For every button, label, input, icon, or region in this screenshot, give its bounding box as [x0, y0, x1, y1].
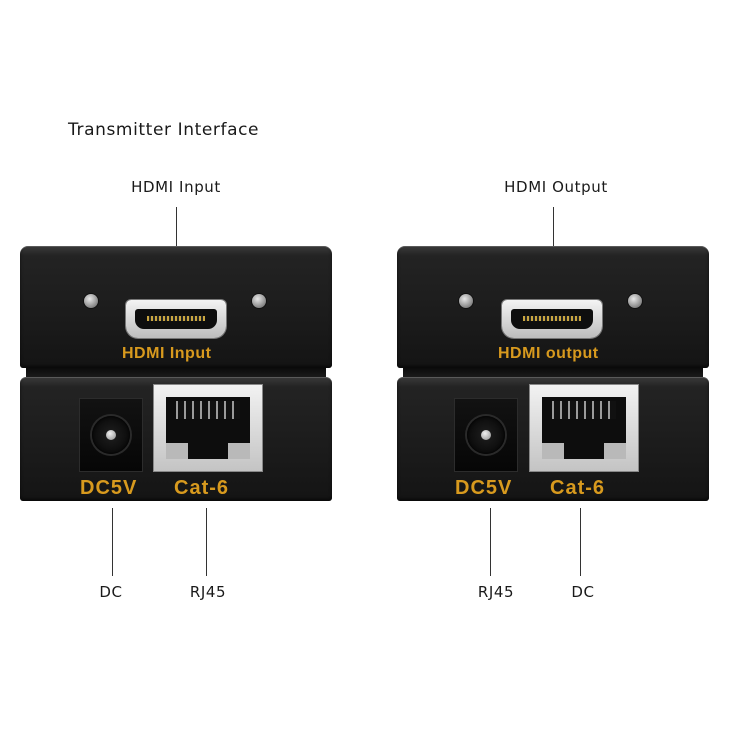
- dc-jack-ring: [92, 416, 130, 454]
- hdmi-slot: [511, 309, 593, 329]
- dc5v-port-label: DC5V: [455, 477, 513, 499]
- transmitter-unit: HDMI Input DC5V Cat-6: [20, 246, 332, 506]
- receiver-hdmi-panel: HDMI output: [397, 246, 709, 368]
- hdmi-pins: [147, 316, 205, 321]
- leader-line-rj45: [206, 508, 207, 576]
- dc-power-jack: [455, 399, 517, 471]
- chassis-seam: [26, 368, 326, 378]
- screw-icon: [84, 294, 98, 308]
- rj45-port: [530, 385, 638, 471]
- dc5v-port-label: DC5V: [80, 477, 138, 499]
- dc-jack-pin: [481, 430, 491, 440]
- screw-icon: [628, 294, 642, 308]
- cat6-port-label: Cat-6: [550, 477, 606, 499]
- hdmi-input-port: [126, 300, 226, 338]
- leader-line-dc: [112, 508, 113, 576]
- receiver-power-network-panel: DC5V Cat-6: [397, 377, 709, 501]
- dc-jack-ring: [467, 416, 505, 454]
- screw-icon: [252, 294, 266, 308]
- rj45-latch-step: [542, 443, 564, 459]
- dc-power-jack: [80, 399, 142, 471]
- rj45-contacts: [176, 401, 240, 419]
- rj45-latch-step: [604, 443, 626, 459]
- rj45-latch-step: [228, 443, 250, 459]
- page-title: Transmitter Interface: [68, 120, 260, 140]
- callout-hdmi-output: HDMI Output: [504, 178, 608, 196]
- leader-line-dc: [580, 508, 581, 576]
- hdmi-slot: [135, 309, 217, 329]
- cat6-port-label: Cat-6: [174, 477, 230, 499]
- screw-icon: [459, 294, 473, 308]
- rj45-latch-step: [166, 443, 188, 459]
- transmitter-hdmi-panel: HDMI Input: [20, 246, 332, 368]
- leader-line-rj45: [490, 508, 491, 576]
- hdmi-output-port: [502, 300, 602, 338]
- callout-rj45: RJ45: [189, 583, 227, 601]
- chassis-seam: [403, 368, 703, 378]
- callout-dc: DC: [99, 583, 123, 601]
- callout-dc: DC: [571, 583, 595, 601]
- callout-rj45: RJ45: [477, 583, 515, 601]
- rj45-cavity: [542, 397, 626, 459]
- rj45-contacts: [552, 401, 616, 419]
- rj45-cavity: [166, 397, 250, 459]
- transmitter-power-network-panel: DC5V Cat-6: [20, 377, 332, 501]
- callout-hdmi-input: HDMI Input: [131, 178, 221, 196]
- dc-jack-pin: [106, 430, 116, 440]
- hdmi-output-port-label: HDMI output: [498, 345, 599, 362]
- rj45-port: [154, 385, 262, 471]
- hdmi-input-port-label: HDMI Input: [122, 345, 212, 362]
- receiver-unit: HDMI output DC5V Cat-6: [397, 246, 709, 506]
- hdmi-pins: [523, 316, 581, 321]
